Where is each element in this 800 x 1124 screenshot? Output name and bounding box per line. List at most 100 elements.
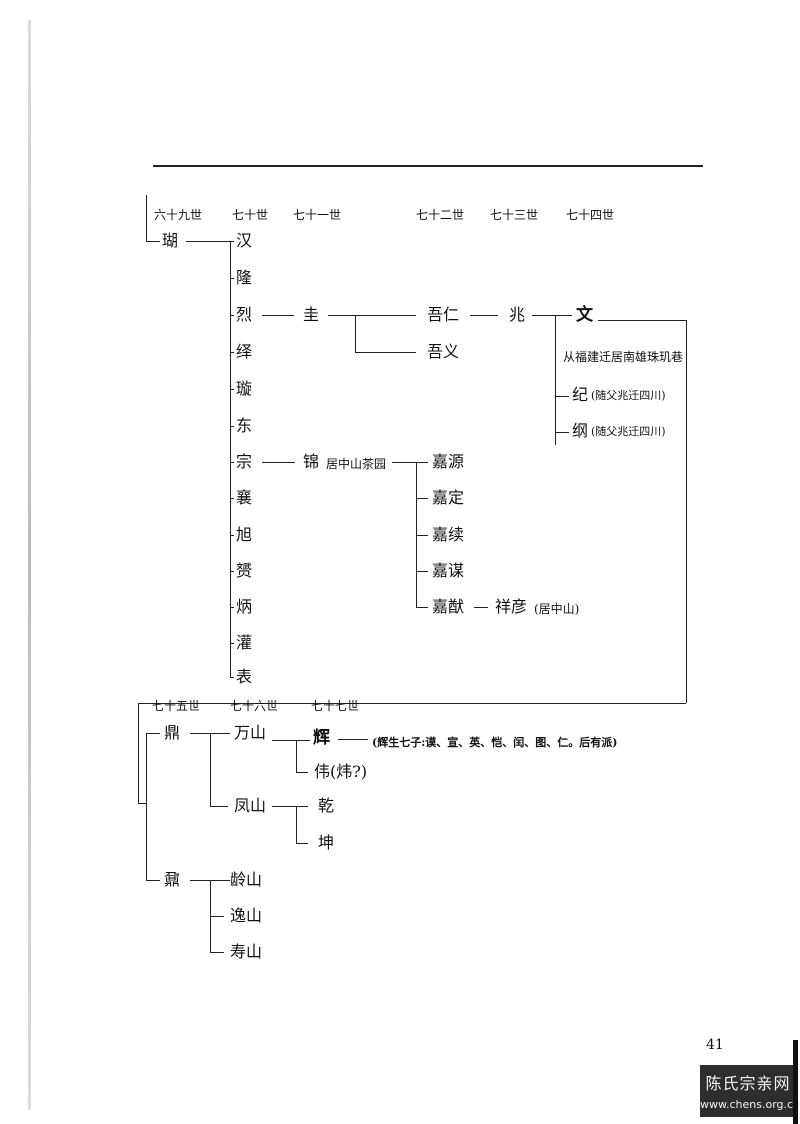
person-qian: 乾	[318, 796, 335, 815]
person-xiangyan: 祥彦	[495, 597, 528, 616]
watermark-title: 陈氏宗亲网	[705, 1074, 791, 1093]
connector-line	[230, 352, 234, 353]
gang-note: (随父兆迁四川)	[591, 425, 666, 438]
person-gen70: 表	[236, 667, 253, 686]
person-wanshan: 万山	[234, 723, 267, 742]
connector-line	[686, 320, 687, 703]
person-wuyi: 吾义	[427, 342, 460, 361]
connector-line	[230, 241, 234, 242]
connector-line	[296, 806, 297, 843]
connector-line	[416, 498, 428, 499]
connector-line	[230, 426, 234, 427]
xiangyan-note: (居中山)	[534, 602, 580, 616]
person-hui: 辉	[313, 728, 330, 748]
person-gen70: 东	[236, 416, 253, 435]
page-edge	[28, 20, 31, 1110]
gen-header-71: 七十一世	[293, 208, 342, 222]
connector-line	[146, 195, 147, 241]
connector-line	[555, 315, 556, 445]
connector-line	[262, 462, 295, 463]
connector-line	[355, 315, 356, 353]
connector-line	[532, 315, 572, 316]
person-gen70: 赟	[236, 561, 253, 580]
person-nai: 鼐	[164, 870, 181, 889]
ji-note: (随父兆迁四川)	[591, 389, 666, 402]
connector-line	[138, 703, 686, 704]
connector-line	[230, 241, 231, 677]
person-lingshan: 龄山	[230, 870, 263, 889]
wen-note: 从福建迁居南雄珠玑巷	[563, 350, 684, 364]
connector-line	[296, 740, 297, 772]
person-gen70: 绎	[236, 342, 253, 361]
connector-line	[230, 571, 234, 572]
gen-header-70: 七十世	[232, 208, 269, 222]
connector-line	[296, 843, 308, 844]
connector-line	[555, 432, 569, 433]
connector-line	[230, 677, 234, 678]
connector-line	[555, 396, 569, 397]
connector-line	[230, 498, 234, 499]
hui-note: (辉生七子:谟、宣、英、恺、闰、图、仁。后有派)	[372, 736, 618, 749]
person-yishan: 逸山	[230, 906, 263, 925]
connector-line	[146, 241, 160, 242]
gen-header-76: 七十六世	[230, 699, 279, 713]
connector-line	[355, 352, 416, 353]
person-gen70: 宗	[236, 452, 253, 471]
connector-line	[296, 772, 308, 773]
person-jiading: 嘉定	[432, 488, 465, 507]
jin-note: 居中山茶园	[326, 457, 387, 471]
top-rule	[153, 165, 703, 167]
connector-line	[210, 952, 224, 953]
connector-line	[210, 733, 211, 806]
person-gen70: 烈	[236, 305, 253, 324]
person-wei: 伟(炜?)	[314, 762, 368, 781]
site-watermark: 陈氏宗亲网 www.chens.org.cn	[700, 1065, 800, 1117]
person-jiayou: 嘉猷	[432, 597, 465, 616]
connector-line	[470, 315, 498, 316]
connector-line	[230, 607, 234, 608]
connector-line	[210, 806, 228, 807]
connector-line	[146, 880, 160, 881]
connector-line	[186, 241, 230, 242]
watermark-url: www.chens.org.cn	[700, 1098, 800, 1111]
connector-line	[230, 462, 234, 463]
connector-line	[474, 607, 488, 608]
person-zhao: 兆	[509, 305, 526, 324]
person-ding: 鼎	[164, 723, 181, 742]
person-hu: 瑚	[162, 231, 179, 250]
gen-header-77: 七十七世	[311, 699, 360, 713]
connector-line	[210, 916, 224, 917]
connector-line	[392, 462, 428, 463]
person-gen70: 汉	[236, 231, 253, 250]
page-number: 41	[706, 1037, 724, 1053]
gen-header-74: 七十四世	[566, 208, 615, 222]
connector-line	[416, 535, 428, 536]
connector-line	[328, 315, 416, 316]
connector-line	[416, 571, 428, 572]
connector-line	[230, 535, 234, 536]
person-gen70: 灌	[236, 633, 253, 652]
person-ji: 纪	[572, 385, 589, 404]
connector-line	[598, 320, 686, 321]
connector-line	[138, 803, 147, 804]
person-jiaxu: 嘉续	[432, 525, 465, 544]
connector-line	[338, 739, 368, 740]
person-gen70: 隆	[236, 268, 253, 287]
person-wen: 文	[576, 305, 593, 325]
gen-header-75: 七十五世	[152, 699, 201, 713]
connector-line	[230, 643, 234, 644]
connector-line	[262, 315, 294, 316]
connector-line	[416, 607, 428, 608]
person-gen70: 襄	[236, 488, 253, 507]
gen-header-69: 六十九世	[154, 208, 203, 222]
connector-line	[146, 733, 147, 880]
person-jiayuan: 嘉源	[432, 452, 465, 471]
person-gen70: 旭	[236, 525, 253, 544]
gen-header-73: 七十三世	[490, 208, 539, 222]
connector-line	[230, 278, 234, 279]
person-kun: 坤	[318, 833, 335, 852]
person-gen70: 炳	[236, 597, 253, 616]
connector-line	[272, 806, 308, 807]
person-jin: 锦	[303, 452, 320, 471]
